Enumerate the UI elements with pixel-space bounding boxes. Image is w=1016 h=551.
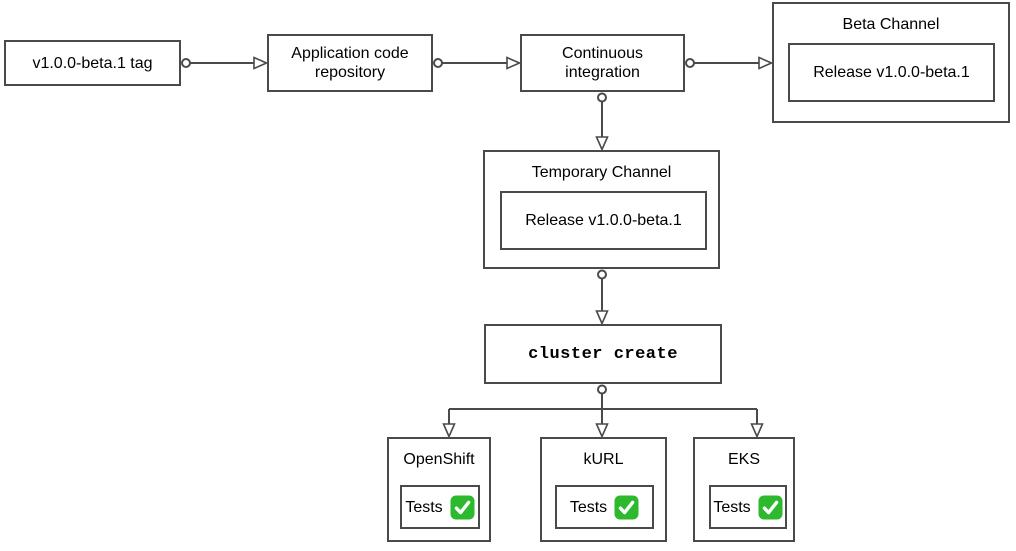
node-beta-channel: Beta Channel Release v1.0.0-beta.1: [772, 2, 1010, 123]
node-eks: EKS Tests: [693, 437, 795, 542]
kurl-tests-box: Tests: [555, 485, 654, 529]
eks-tests-label: Tests: [713, 498, 751, 516]
connector-ci-to-temp-channel: [595, 92, 609, 152]
check-icon: [758, 495, 783, 519]
connector-temp-channel-to-cluster-create: [595, 269, 609, 326]
openshift-title: OpenShift: [403, 451, 475, 468]
node-version-tag: v1.0.0-beta.1 tag: [4, 40, 181, 86]
node-app-code-repository: Application code repository: [267, 34, 433, 92]
check-icon: [450, 495, 475, 519]
temporary-channel-title: Temporary Channel: [531, 164, 672, 181]
cluster-create-label: cluster create: [528, 344, 678, 364]
node-version-tag-label: v1.0.0-beta.1 tag: [32, 54, 153, 72]
openshift-tests-label: Tests: [405, 498, 443, 516]
beta-channel-title: Beta Channel: [842, 16, 940, 33]
node-app-code-repository-label: Application code repository: [291, 45, 409, 81]
beta-channel-release-box: Release v1.0.0-beta.1: [788, 43, 995, 102]
temporary-channel-release-label: Release v1.0.0-beta.1: [525, 212, 682, 229]
node-temporary-channel: Temporary Channel Release v1.0.0-beta.1: [483, 150, 720, 269]
connector-repo-to-ci: [433, 56, 522, 70]
connector-tag-to-repo: [181, 56, 269, 70]
check-icon: [614, 495, 639, 519]
temporary-channel-release-box: Release v1.0.0-beta.1: [500, 191, 707, 250]
node-continuous-integration-label: Continuous integration: [562, 45, 643, 81]
beta-channel-release-label: Release v1.0.0-beta.1: [813, 64, 970, 81]
eks-title: EKS: [727, 451, 760, 468]
connector-cluster-create-branch: [442, 384, 764, 439]
connector-ci-to-beta-channel: [685, 56, 774, 70]
node-kurl: kURL Tests: [540, 437, 667, 542]
node-continuous-integration: Continuous integration: [520, 34, 685, 92]
openshift-tests-box: Tests: [400, 485, 480, 529]
eks-tests-box: Tests: [709, 485, 787, 529]
node-cluster-create: cluster create: [484, 324, 722, 384]
kurl-tests-label: Tests: [569, 498, 608, 516]
kurl-title: kURL: [583, 451, 624, 468]
node-openshift: OpenShift Tests: [387, 437, 491, 542]
